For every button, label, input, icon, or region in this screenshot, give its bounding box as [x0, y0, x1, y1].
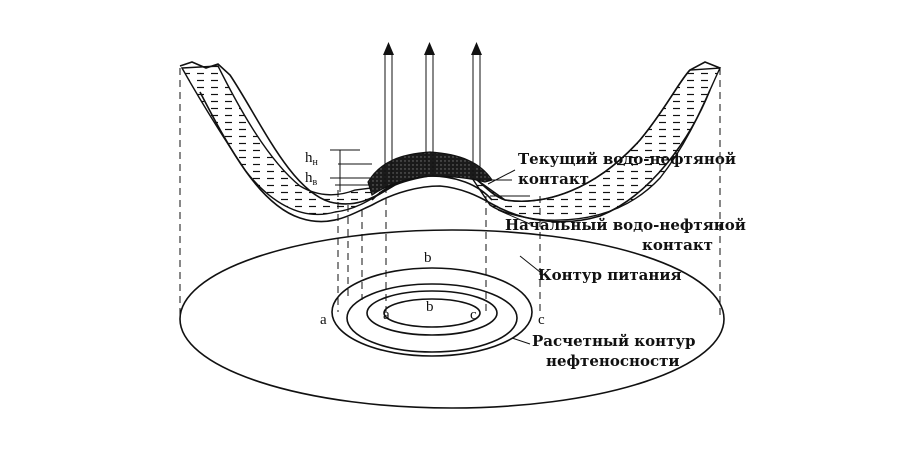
- calc-contour-middle: [366, 290, 498, 336]
- basin-bottom-line: [199, 89, 711, 223]
- letter-c-inner: c: [470, 307, 477, 323]
- letter-b-inner: b: [426, 299, 434, 315]
- letter-c-outer: c: [538, 312, 545, 328]
- h-water-label: hв: [305, 170, 318, 188]
- calc-contour-label-line2: нефтеносности: [546, 352, 680, 370]
- wells: [383, 42, 482, 186]
- water-layer-right: [469, 67, 722, 221]
- supply-contour-label: Контур питания: [538, 266, 682, 284]
- reservoir-outline: [179, 229, 725, 409]
- letter-b-outer: b: [424, 250, 432, 266]
- calc-contour-label-line1: Расчетный контур: [532, 332, 696, 350]
- leader-calc-contour: [511, 337, 531, 345]
- initial-contact-label-line1: Начальный водо-нефтяной: [505, 216, 746, 234]
- projection-lines: [179, 68, 721, 318]
- leader-current-contact: [487, 169, 516, 185]
- leader-supply-contour: [519, 255, 541, 273]
- initial-contact-label-line2: контакт: [642, 236, 713, 254]
- leader-initial-contact: [497, 209, 531, 225]
- h-oil-label: hн: [305, 150, 319, 168]
- calc-contour-inner: [383, 298, 481, 328]
- supply-contour: [331, 267, 533, 357]
- current-contact-label-line1: Текущий водо-нефтяной: [518, 150, 736, 168]
- letter-a-outer: a: [320, 312, 327, 328]
- water-layer-left: [180, 65, 396, 216]
- current-contact-label-line2: контакт: [518, 170, 589, 188]
- letter-a-inner: a: [383, 307, 390, 323]
- calc-contour-outer: [346, 283, 518, 353]
